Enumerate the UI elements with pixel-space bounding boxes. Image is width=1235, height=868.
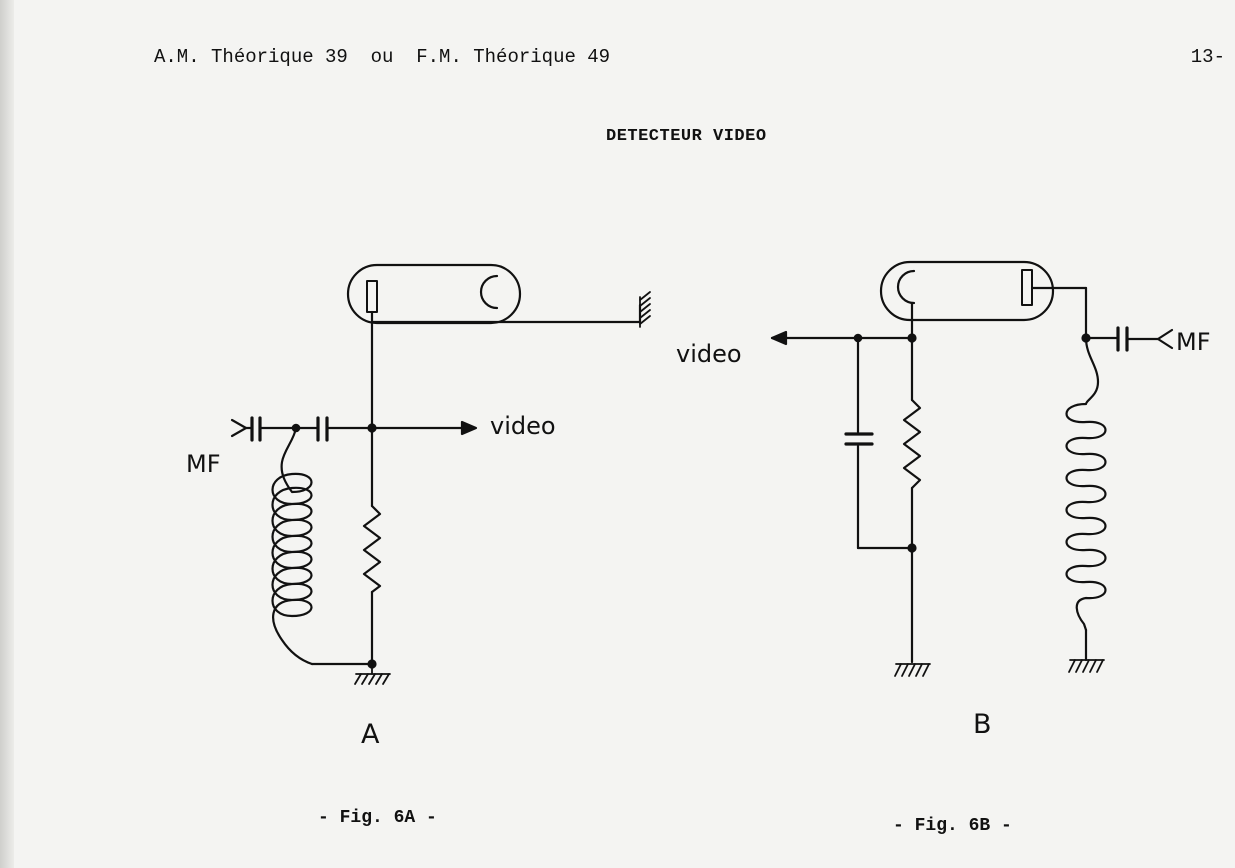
fig-a-tube-anode — [479, 274, 499, 310]
page-edge-shadow — [0, 0, 14, 868]
fig-6b-caption: - Fig. 6B - — [893, 816, 1012, 836]
fig-a-tube-cathode — [366, 280, 378, 313]
header-title: A.M. Théorique 39 ou F.M. Théorique 49 — [154, 46, 611, 68]
fig-a-resistor — [362, 504, 382, 594]
fig-b-capacitor-input — [1116, 326, 1129, 352]
fig-b-input-label: MF — [1176, 328, 1211, 356]
fig-a-ground-top-symbol — [639, 291, 651, 328]
fig-b-capacitor-filter — [844, 432, 874, 446]
fig-a-tube-envelope — [346, 263, 522, 325]
fig-6a-caption: - Fig. 6A - — [318, 808, 437, 828]
fig-b-letter: B — [973, 709, 992, 740]
fig-a-coil — [271, 426, 314, 666]
figure-b-circuit: MF video B — [676, 260, 1211, 740]
section-title: DETECTEUR VIDEO — [606, 127, 767, 146]
fig-a-input-label: MF — [186, 450, 221, 478]
fig-a-output-label: video — [490, 412, 556, 440]
fig-b-output-arrow — [770, 330, 788, 346]
fig-b-input-arrow — [1156, 328, 1174, 350]
page-number: 13- — [1190, 46, 1225, 68]
fig-a-capacitor-2 — [316, 416, 329, 442]
fig-a-capacitor-1 — [250, 416, 262, 442]
fig-b-coil — [1065, 336, 1107, 632]
fig-b-ground-right-symbol — [1068, 659, 1105, 673]
fig-a-input-arrow — [230, 418, 248, 438]
fig-b-tube-envelope — [879, 260, 1055, 322]
fig-b-ground-left-symbol — [894, 663, 931, 677]
fig-b-tube-anode — [896, 269, 916, 305]
figure-a-circuit: MF video A — [186, 263, 651, 750]
fig-a-output-arrow — [460, 420, 478, 436]
fig-b-output-label: video — [676, 340, 742, 368]
fig-b-resistor — [902, 398, 922, 490]
fig-a-ground-symbol — [354, 663, 391, 685]
fig-b-tube-cathode — [1021, 269, 1033, 306]
fig-a-letter: A — [361, 719, 380, 750]
